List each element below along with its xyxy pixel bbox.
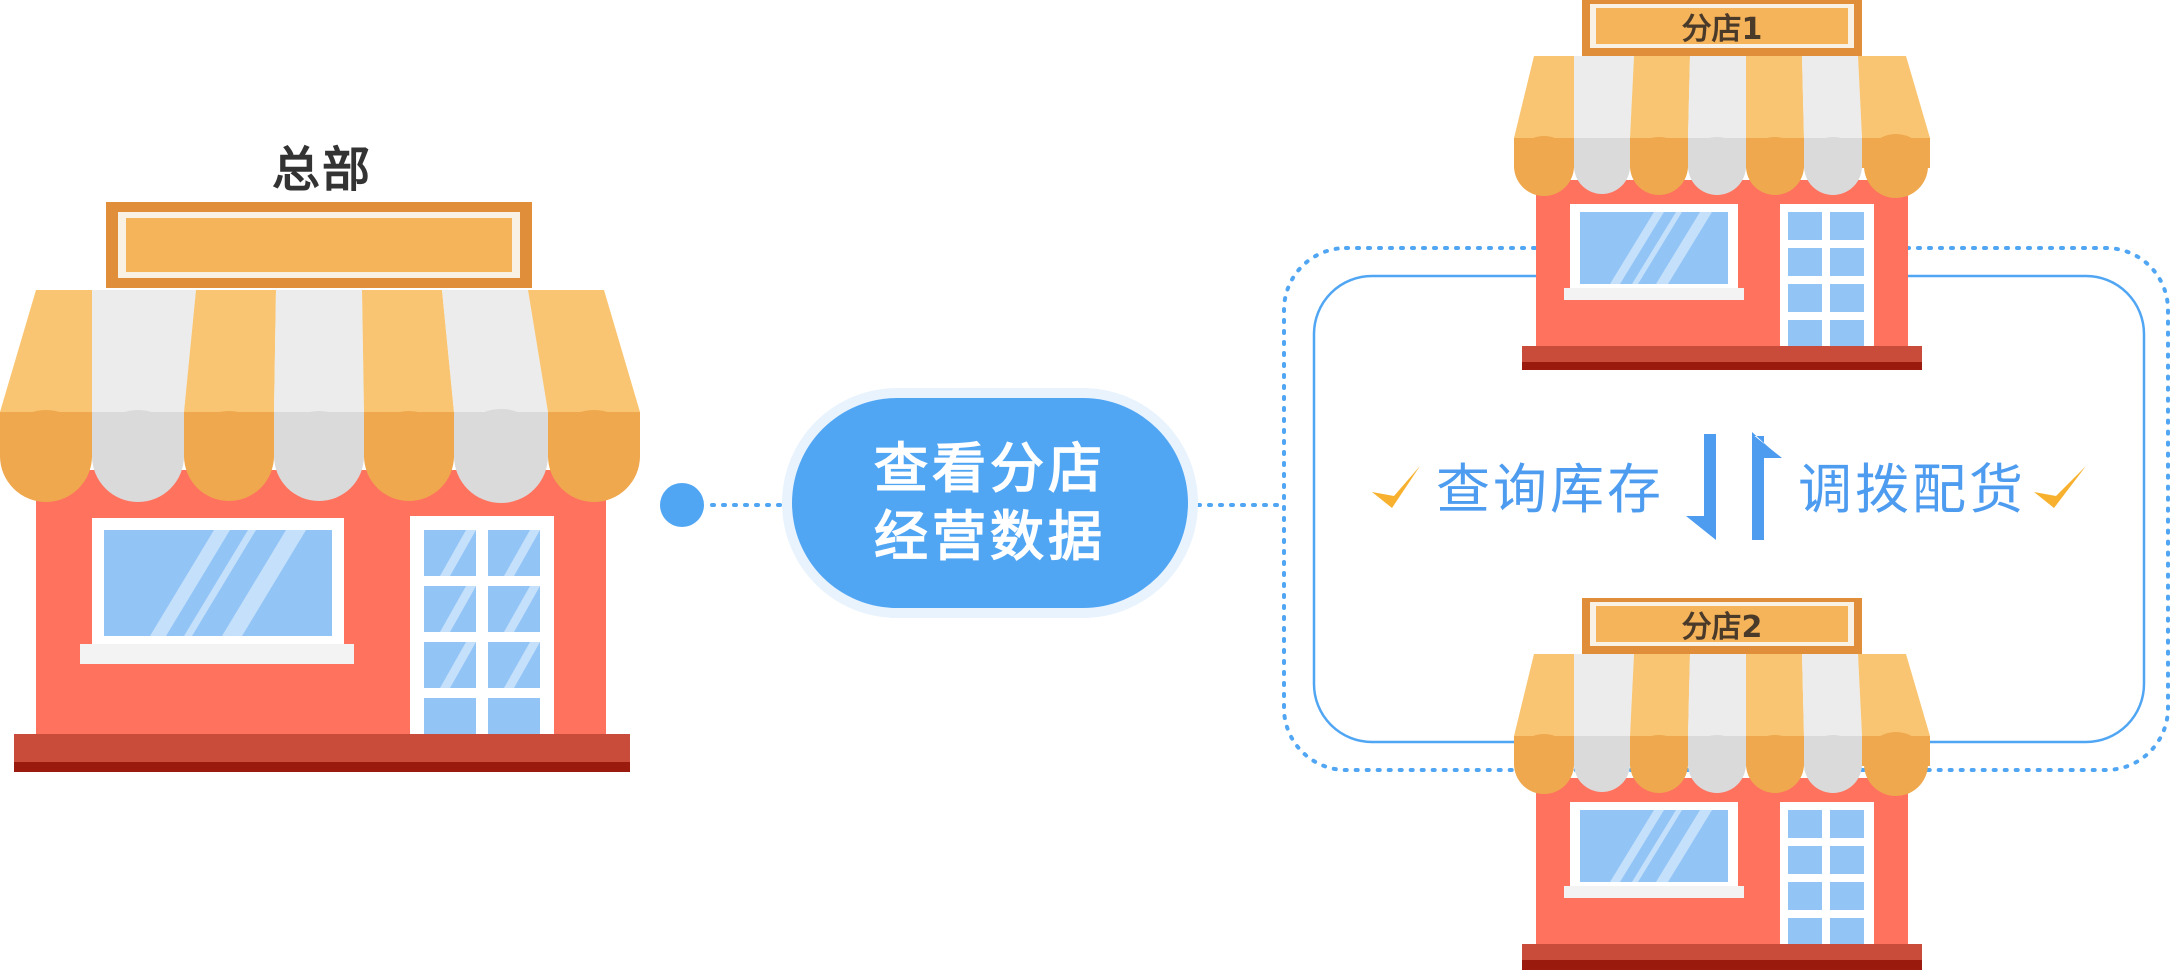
check-icon: [2034, 466, 2086, 508]
center-node-line1: 查看分店: [874, 437, 1106, 500]
hq-store: [0, 202, 640, 772]
branch-1-store: [1514, 0, 1930, 370]
view-branch-data-node: 查看分店 经营数据: [792, 398, 1188, 608]
hq-title: 总部: [271, 142, 372, 198]
center-node-line2: 经营数据: [874, 505, 1106, 568]
branch-1-sign: 分店1: [1681, 12, 1763, 47]
branch-2-store: [1514, 598, 1930, 970]
query-inventory-label: 查询库存: [1436, 458, 1664, 521]
check-icon: [1372, 466, 1420, 508]
transfer-allocate-label: 调拨配货: [1798, 458, 2026, 521]
branch-2-sign: 分店2: [1681, 610, 1763, 645]
swap-arrows-icon: [1686, 432, 1782, 540]
dot-node-icon: [660, 483, 704, 527]
branch-dotted-frame: [1282, 246, 2170, 772]
